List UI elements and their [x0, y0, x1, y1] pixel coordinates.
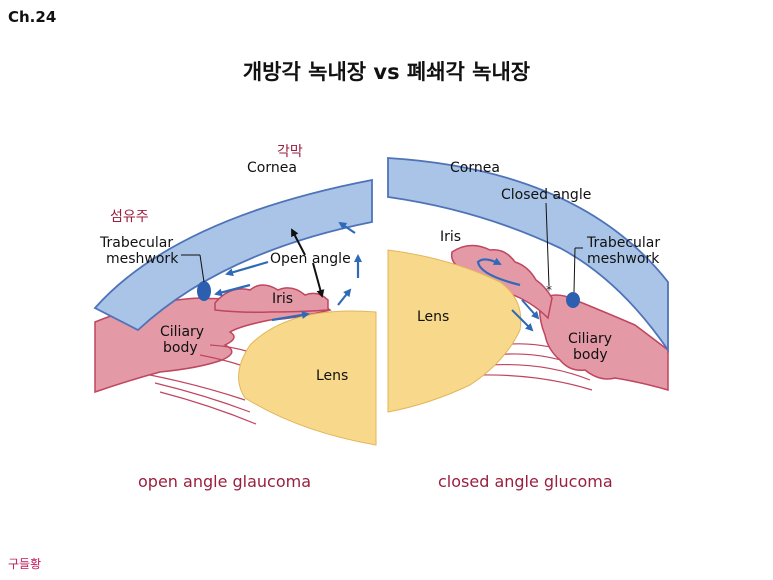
right-cornea [387, 157, 669, 353]
caption-closed-angle: closed angle glucoma [438, 472, 613, 491]
left-label-lens: Lens [316, 368, 348, 384]
chapter-label: Ch.24 [8, 8, 57, 26]
caption-open-angle: open angle glaucoma [138, 472, 312, 491]
left-trabecular-meshwork [197, 281, 211, 301]
right-lens [387, 249, 522, 413]
left-label-ciliary-2: body [163, 340, 198, 356]
right-label-ciliary-2: body [573, 347, 608, 363]
right-label-trabecular-2: meshwork [587, 251, 660, 267]
open-angle-panel: 각막 Cornea 섬유주 Trabecular meshwork Open a… [93, 144, 377, 446]
closed-angle-panel: * Cornea Closed angle Iris Trabecular me… [387, 157, 669, 413]
left-label-open-angle: Open angle [270, 251, 351, 267]
left-label-ciliary-1: Ciliary [160, 324, 204, 340]
right-label-cornea: Cornea [450, 160, 500, 176]
right-label-trabecular-1: Trabecular [586, 235, 660, 251]
right-trabecular-meshwork [566, 292, 580, 308]
left-label-cornea: Cornea [247, 160, 297, 176]
page-title: 개방각 녹내장 vs 폐쇄각 녹내장 [242, 60, 531, 84]
left-label-korean-cornea: 각막 [277, 144, 303, 160]
left-label-trabecular-1: Trabecular [99, 235, 173, 251]
left-label-iris: Iris [272, 291, 293, 307]
left-label-korean-trabecular: 섬유주 [110, 209, 149, 225]
left-cornea [93, 178, 373, 332]
left-lens [238, 310, 377, 446]
closed-angle-star: * [546, 283, 552, 297]
right-label-lens: Lens [417, 309, 449, 325]
left-zonules [149, 344, 257, 425]
footer-author: 구들황 [8, 557, 42, 571]
left-label-trabecular-2: meshwork [106, 251, 179, 267]
left-iris [214, 284, 329, 313]
right-label-ciliary-1: Ciliary [568, 331, 612, 347]
right-label-iris: Iris [440, 229, 461, 245]
right-label-closed-angle: Closed angle [501, 187, 591, 203]
right-ciliary-body [538, 294, 669, 391]
